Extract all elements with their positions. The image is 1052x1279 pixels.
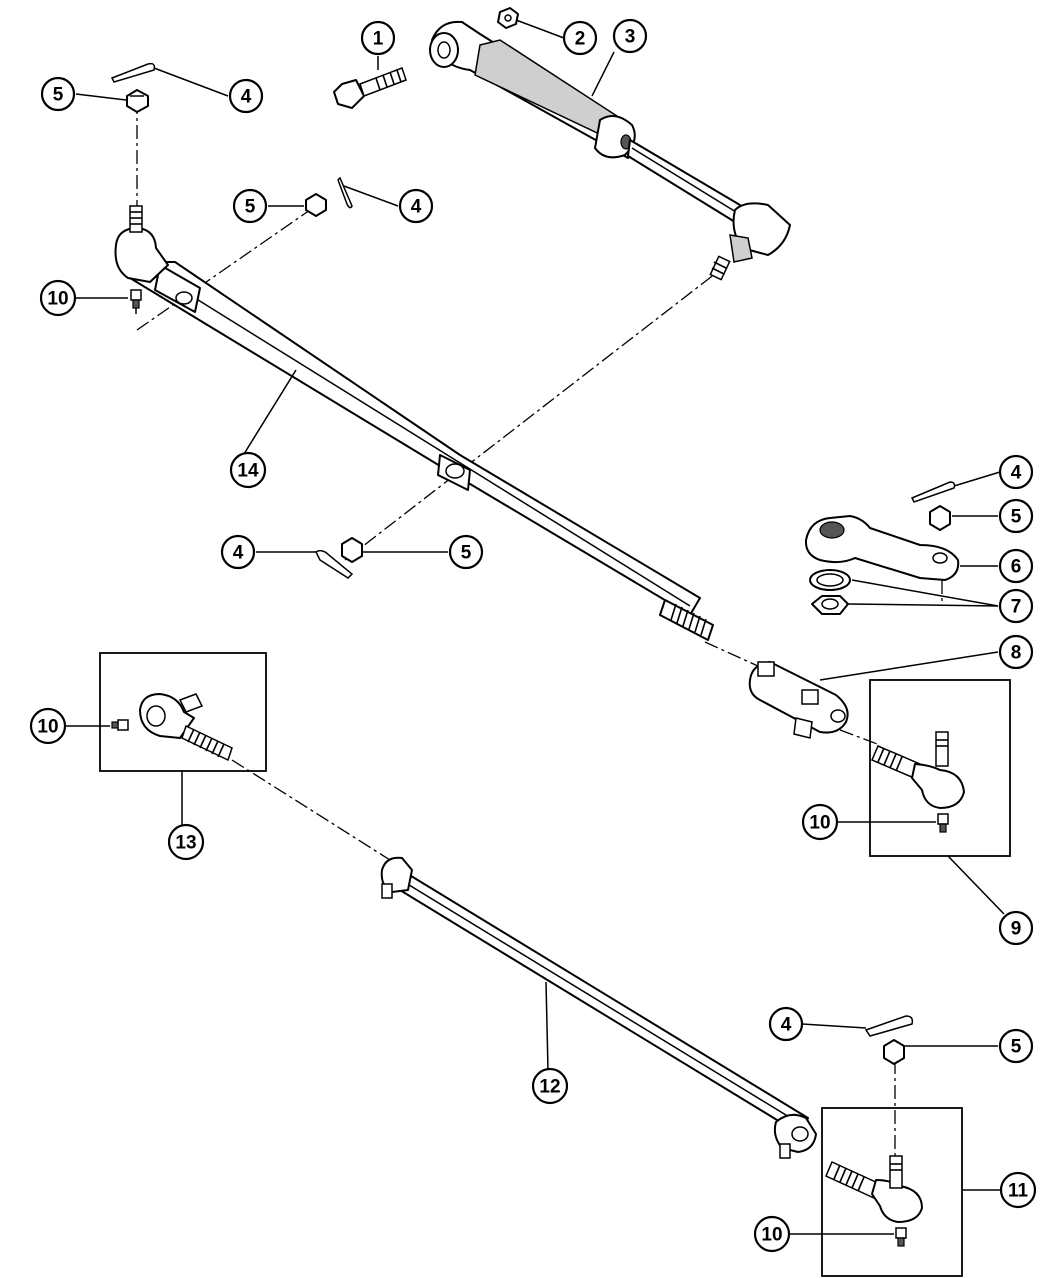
svg-text:13: 13 [175, 833, 196, 854]
steering-damper [429, 20, 791, 281]
svg-text:10: 10 [809, 813, 830, 834]
svg-text:1: 1 [373, 29, 384, 50]
svg-text:4: 4 [411, 197, 422, 218]
callout-4-bottom-right: 4 [768, 1006, 804, 1042]
svg-text:4: 4 [781, 1015, 792, 1036]
callout-7: 7 [998, 588, 1034, 624]
castle-nut-mid [305, 193, 327, 217]
callout-10-bottom-right: 10 [753, 1215, 791, 1253]
tie-rod [380, 856, 817, 1159]
inset-box-tie-rod-end-13 [99, 652, 267, 772]
svg-text:9: 9 [1011, 919, 1022, 940]
leader-lines [66, 19, 1005, 1235]
callout-5-mid: 5 [232, 188, 268, 224]
callout-11: 11 [999, 1171, 1037, 1209]
callout-5-lower: 5 [448, 534, 484, 570]
svg-text:10: 10 [47, 289, 68, 310]
inset-box-tie-rod-end-9 [869, 679, 1011, 857]
callout-8: 8 [998, 634, 1034, 670]
castle-nut-right [929, 505, 951, 531]
cotter-pin-top-left [110, 62, 156, 83]
callout-10-top-left: 10 [39, 279, 77, 317]
cotter-pin-mid [337, 176, 353, 209]
callout-5-bottom-right: 5 [998, 1028, 1034, 1064]
svg-text:5: 5 [1011, 1037, 1022, 1058]
grease-fitting [130, 289, 142, 314]
callout-4-mid: 4 [398, 188, 434, 224]
callout-10-left: 10 [29, 707, 67, 745]
callout-5-right: 5 [998, 498, 1034, 534]
svg-text:10: 10 [761, 1225, 782, 1246]
svg-text:10: 10 [37, 717, 58, 738]
svg-text:3: 3 [625, 27, 636, 48]
callout-1: 1 [360, 20, 396, 56]
pitman-washer [809, 569, 851, 591]
callout-5-top-left: 5 [40, 76, 76, 112]
castle-nut-top-left [126, 89, 149, 113]
tie-rod-end-9 [871, 731, 965, 833]
svg-text:5: 5 [1011, 507, 1022, 528]
inset-box-tie-rod-end-11 [821, 1107, 963, 1277]
castle-nut-lower [341, 537, 363, 563]
svg-text:2: 2 [575, 29, 586, 50]
svg-text:4: 4 [233, 543, 244, 564]
callout-9: 9 [998, 910, 1034, 946]
svg-text:12: 12 [539, 1077, 560, 1098]
svg-text:5: 5 [245, 197, 256, 218]
callout-4-right: 4 [998, 454, 1034, 490]
callout-12: 12 [531, 1067, 569, 1105]
tie-rod-end-11 [825, 1155, 923, 1247]
callout-3: 3 [612, 18, 648, 54]
svg-text:4: 4 [1011, 463, 1022, 484]
svg-text:5: 5 [461, 543, 472, 564]
callout-6: 6 [998, 548, 1034, 584]
cotter-pin-lower [315, 549, 354, 579]
svg-text:8: 8 [1011, 643, 1022, 664]
castle-nut-bottom-right [883, 1039, 905, 1065]
tie-rod-end-13 [111, 693, 233, 762]
cotter-pin-right [910, 481, 956, 503]
svg-text:11: 11 [1008, 1181, 1029, 1202]
callout-4-lower: 4 [220, 534, 256, 570]
svg-text:4: 4 [241, 87, 252, 108]
svg-text:14: 14 [237, 461, 259, 482]
damper-bolt [333, 67, 407, 109]
callout-4-top-left: 4 [228, 78, 264, 114]
svg-text:5: 5 [53, 85, 64, 106]
drag-link [114, 205, 714, 641]
assembly-lines [136, 100, 943, 1160]
callout-13: 13 [167, 823, 205, 861]
cotter-pin-bottom-right [864, 1015, 914, 1037]
callout-10-right: 10 [801, 803, 839, 841]
damper-nut [497, 7, 519, 29]
svg-text:6: 6 [1011, 557, 1022, 578]
pitman-nut [811, 595, 849, 615]
pitman-arm [804, 515, 960, 581]
adjusting-sleeve [748, 661, 849, 739]
callout-2: 2 [562, 20, 598, 56]
svg-text:7: 7 [1011, 597, 1022, 618]
callout-14: 14 [229, 451, 267, 489]
